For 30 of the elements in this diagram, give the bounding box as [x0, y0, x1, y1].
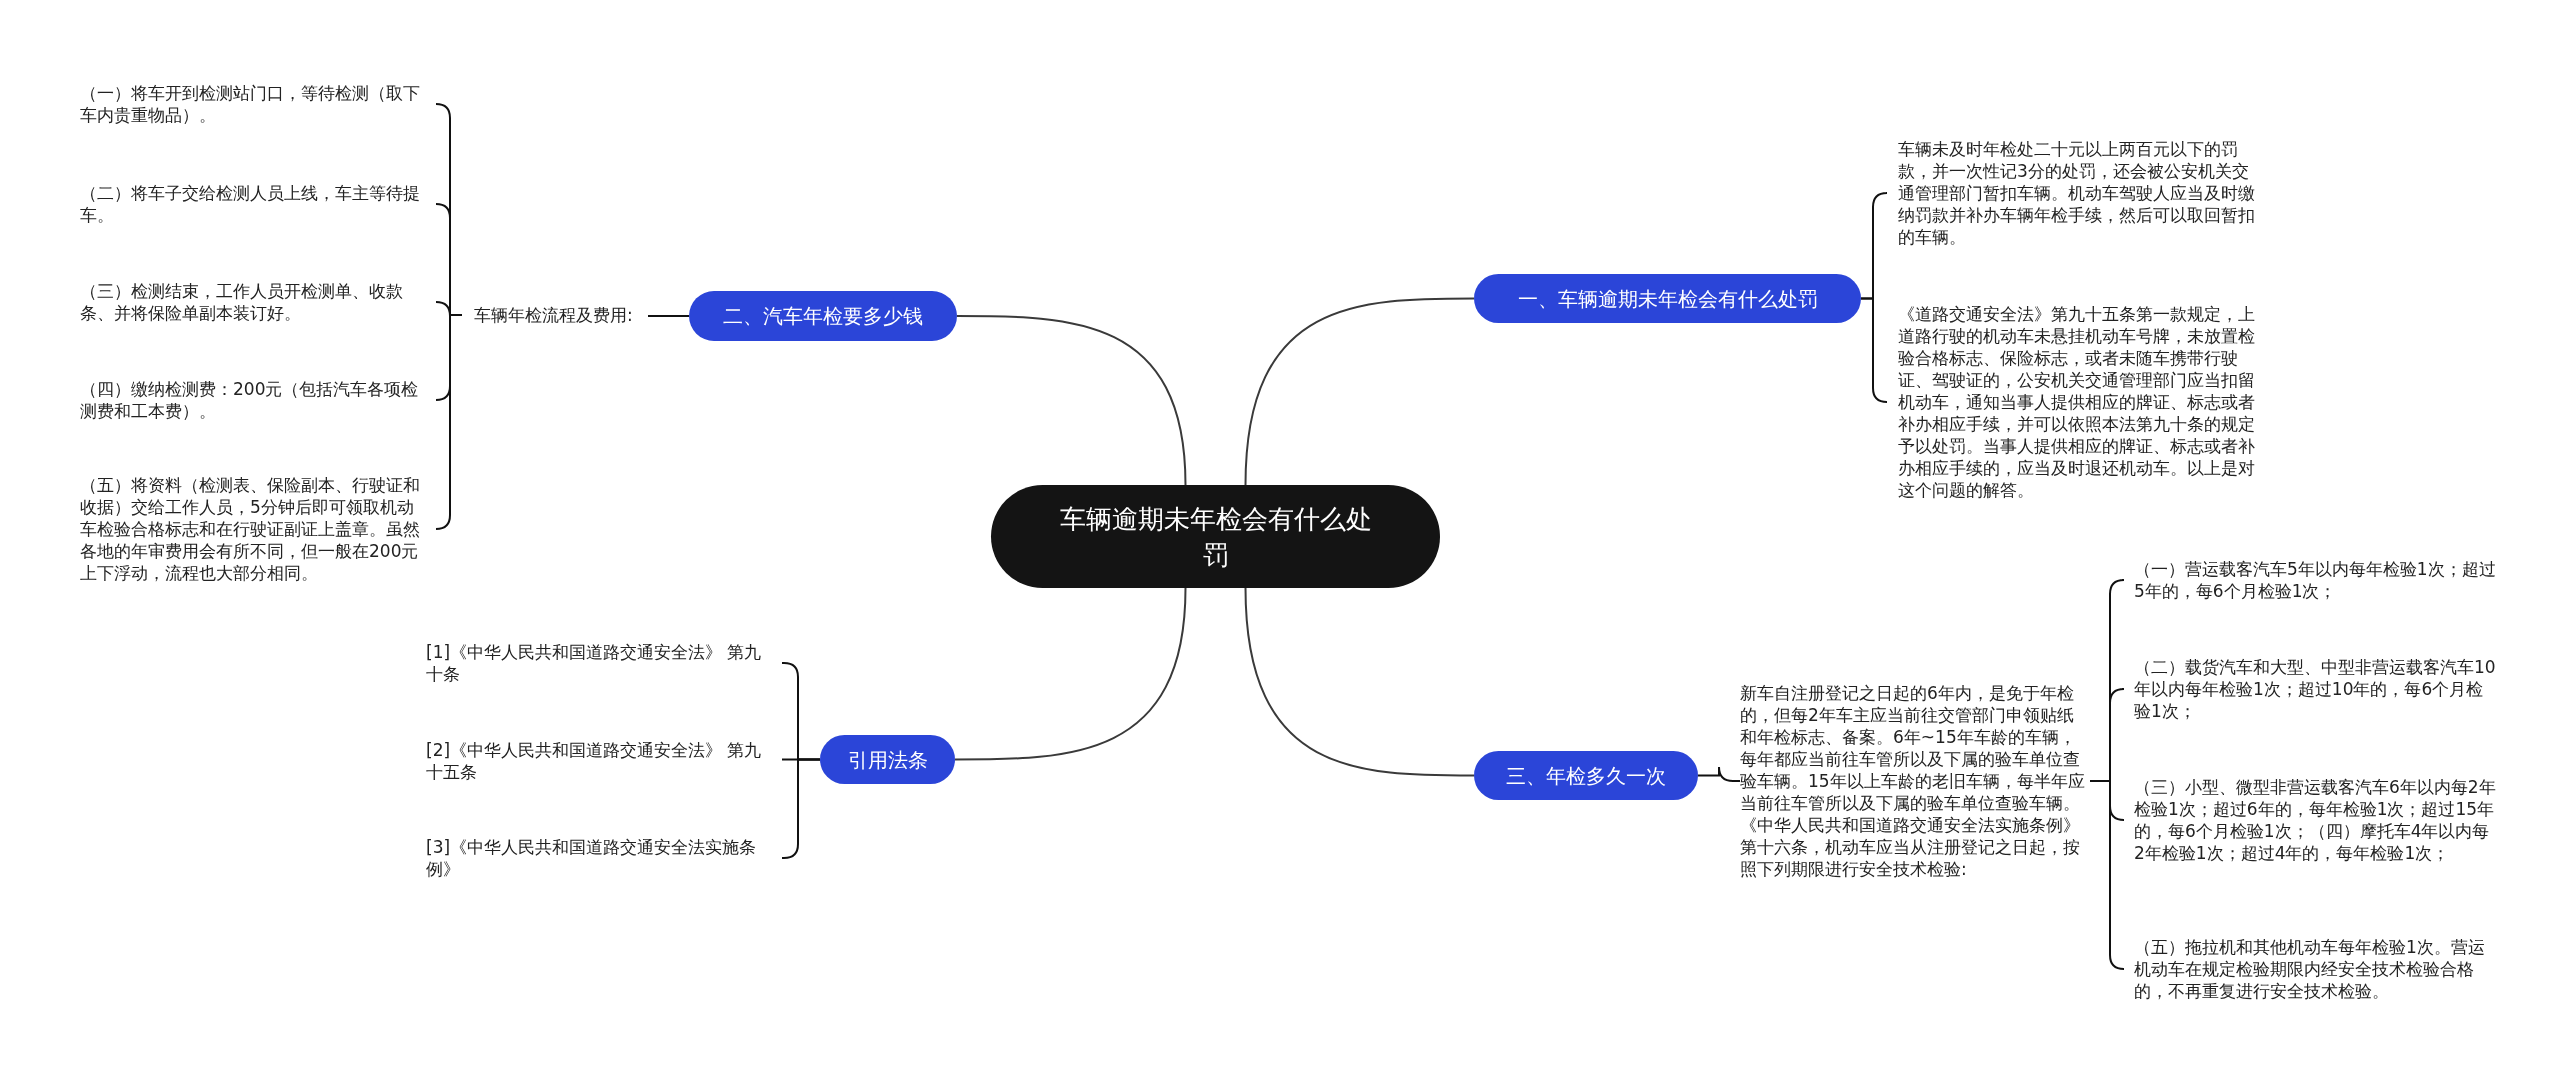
note-text: （五）将资料（检测表、保险副本、行驶证和收据）交给工作人员，5分钟后即可领取机动车检验合格标志和在行驶证副证上盖章。虽然各地的年审费用会有所不同，但一般在200元上下浮动，流程也大部分相同。 — [80, 474, 436, 584]
note-text: 新车自注册登记之日起的6年内，是免于年检的，但每2年车主应当前往交管部门申领贴纸和年检标志、备案。6年~15年车龄的车辆，每年都应当前往车管所以及下属的验车单位查验车辆。15年以上车龄的老旧车辆，每半年应当前往车管所以及下属的验车单位查验车辆。《中华人民共和国道路交通安全法实施条例》第十六条，机动车应当从注册登记之日起，按照下列期限进行安全技术检验: — [1740, 682, 2090, 880]
bracket-connector — [1860, 297, 1888, 403]
note-text: （四）缴纳检测费：200元（包括汽车各项检测费和工本费）。 — [80, 378, 436, 422]
topic-pill: 三、年检多久一次 — [1474, 751, 1698, 800]
note-text: [2]《中华人民共和国道路交通安全法》 第九十五条 — [426, 739, 782, 783]
note-text: [1]《中华人民共和国道路交通安全法》 第九十条 — [426, 641, 782, 685]
branch-connector — [1244, 587, 1475, 777]
central-topic: 车辆逾期未年检会有什么处罚 — [991, 485, 1440, 588]
branch-connector — [954, 587, 1187, 761]
bracket-connector — [1697, 766, 1741, 782]
note-text: （一）营运载客汽车5年以内每年检验1次；超过5年的，每6个月检验1次； — [2122, 558, 2498, 602]
topic-pill: 引用法条 — [820, 735, 955, 784]
note-text: （二）将车子交给检测人员上线，车主等待提车。 — [80, 182, 436, 226]
branch-connector — [1244, 297, 1475, 486]
bracket-connector — [647, 315, 690, 317]
topic-pill: 一、车辆逾期未年检会有什么处罚 — [1474, 274, 1861, 323]
note-text: （一）将车开到检测站门口，等待检测（取下车内贵重物品）。 — [80, 82, 436, 126]
note-text: （三）小型、微型非营运载客汽车6年以内每2年检验1次；超过6年的，每年检验1次；超过15年的，每6个月检验1次；（四）摩托车4年以内每2年检验1次；超过4年的，每年检验1次； — [2122, 776, 2498, 864]
note-text: （三）检测结束，工作人员开检测单、收款条、并将保险单副本装订好。 — [80, 280, 436, 324]
topic-pill: 二、汽车年检要多少钱 — [689, 291, 957, 341]
note-text: （二）载货汽车和大型、中型非营运载客汽车10年以内每年检验1次；超过10年的，每6个月检验1次； — [2122, 656, 2498, 722]
note-text: 车辆年检流程及费用: — [462, 304, 648, 326]
note-text: 《道路交通安全法》第九十五条第一款规定，上道路行驶的机动车未悬挂机动车号牌，未放置检验合格标志、保险标志，或者未随车携带行驶证、驾驶证的，公安机关交通管理部门应当扣留机动车，通知当事人提供相应的牌证、标志或者补办相应手续，并可以依照本法第九十条的规定予以处罚。当事人提供相应的牌证、标志或者补办相应手续的，应当及时退还机动车。以上是对这个问题的解答。 — [1886, 303, 2258, 501]
note-text: （五）拖拉机和其他机动车每年检验1次。营运机动车在规定检验期限内经安全技术检验合格的，不再重复进行安全技术检验。 — [2122, 936, 2498, 1002]
bracket-connector — [781, 758, 821, 859]
bracket-connector — [435, 314, 463, 530]
note-text: [3]《中华人民共和国道路交通安全法实施条例》 — [426, 836, 782, 880]
note-text: 车辆未及时年检处二十元以上两百元以下的罚款，并一次性记3分的处罚，还会被公安机关交通管理部门暂扣车辆。机动车驾驶人应当及时缴纳罚款并补办车辆年检手续，然后可以取回暂扣的车辆。 — [1886, 138, 2258, 248]
branch-connector — [956, 315, 1187, 486]
